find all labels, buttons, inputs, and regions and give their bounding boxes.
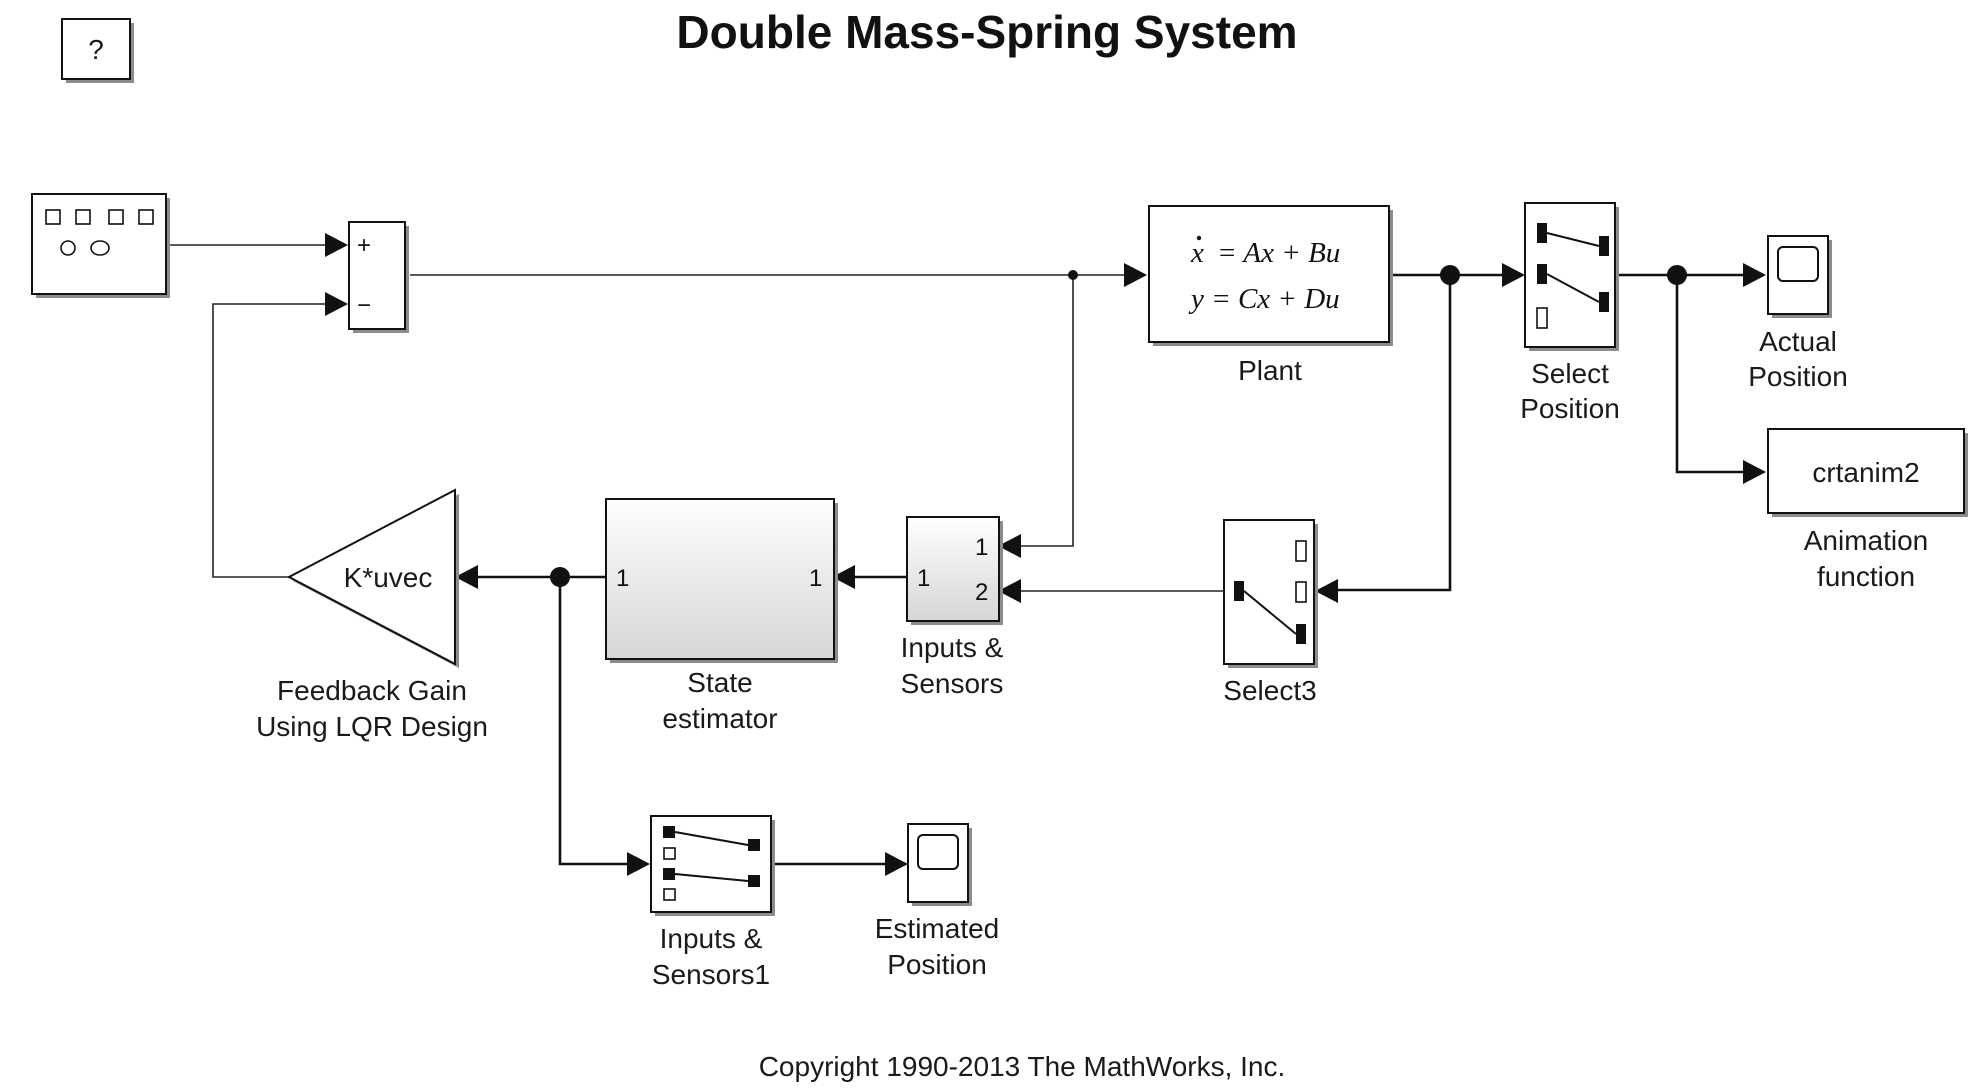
state-estimator-label-1: State <box>687 667 752 698</box>
gain-text: K*uvec <box>344 562 433 593</box>
arrowhead <box>627 852 650 876</box>
diagram-title: Double Mass-Spring System <box>676 6 1297 58</box>
arrowhead <box>1743 460 1766 484</box>
arrowhead <box>455 565 478 589</box>
wire-control-to-sensors[interactable] <box>1018 275 1074 547</box>
actual-position-label-1: Actual <box>1759 326 1837 357</box>
sum-block[interactable]: + − <box>348 221 409 333</box>
animation-function-label-1: Animation <box>1804 525 1929 556</box>
crtanim2-block[interactable]: crtanim2 <box>1767 428 1968 517</box>
crtanim2-text: crtanim2 <box>1812 457 1919 488</box>
feedback-gain-block[interactable]: K*uvec <box>286 488 459 668</box>
wire-select-to-anim[interactable] <box>1675 275 1745 474</box>
branch-point-plant <box>1440 265 1460 285</box>
scope-icon <box>917 834 959 870</box>
wire-plant-to-select3[interactable] <box>1338 275 1452 592</box>
estimator-in-port: 1 <box>616 565 629 592</box>
estimated-position-label-2: Position <box>887 949 987 980</box>
wire-estimator-to-selector1[interactable] <box>558 577 630 866</box>
estimator-out-port: 1 <box>809 565 822 592</box>
feedback-gain-label-2: Using LQR Design <box>256 711 488 742</box>
actual-position-label-2: Position <box>1748 361 1848 392</box>
feedback-gain-label-1: Feedback Gain <box>277 675 467 706</box>
branch-point-select <box>1667 265 1687 285</box>
wire-gain-to-sum[interactable] <box>212 303 330 578</box>
select-position-label-1: Select <box>1531 358 1609 389</box>
actual-position-scope[interactable] <box>1767 235 1832 318</box>
help-button[interactable]: ? <box>61 18 134 83</box>
state-estimator-label-2: estimator <box>662 703 777 734</box>
arrowhead <box>998 579 1021 603</box>
arrowhead <box>998 534 1021 558</box>
branch-point-control <box>1068 270 1078 280</box>
inputs-sensors1-label-2: Sensors1 <box>652 959 770 990</box>
signal-builder-icon <box>45 209 154 256</box>
inputs-sensors-label-1: Inputs & <box>901 632 1004 663</box>
arrowhead <box>885 852 908 876</box>
arrowhead <box>325 292 348 316</box>
inputs-sensors1-block[interactable] <box>650 815 775 916</box>
arrowhead <box>325 233 348 257</box>
signal-builder-block[interactable] <box>31 193 170 298</box>
plant-eq1-rhs: = Ax + Bu <box>1217 237 1340 269</box>
sum-minus-sign: − <box>357 292 371 319</box>
select3-label: Select3 <box>1223 675 1316 706</box>
selector-icon <box>663 826 760 901</box>
arrowhead <box>1743 263 1766 287</box>
inputs-sensors-label-2: Sensors <box>901 668 1004 699</box>
signal-lines <box>169 233 1766 876</box>
animation-function-label-2: function <box>1817 561 1915 592</box>
select-position-block[interactable] <box>1524 202 1619 351</box>
plant-label: Plant <box>1238 355 1302 386</box>
arrowhead <box>1502 263 1525 287</box>
selector-icon <box>1234 540 1307 644</box>
inputs-sensors-in-port-1: 1 <box>975 534 988 561</box>
x-dot-mark <box>1196 235 1202 241</box>
arrowhead <box>832 565 855 589</box>
plant-block[interactable]: x = Ax + Bu y = Cx + Du <box>1148 205 1393 346</box>
arrowhead <box>1315 579 1338 603</box>
plant-equation-2: y = Cx + Du <box>1188 283 1340 315</box>
branch-point-estimator <box>550 567 570 587</box>
estimated-position-label-1: Estimated <box>875 913 1000 944</box>
plant-eq1-lhs: x <box>1190 237 1204 269</box>
help-button-label: ? <box>88 34 104 65</box>
inputs-sensors-block[interactable]: 1 2 1 <box>906 516 1003 625</box>
scope-icon <box>1777 246 1819 282</box>
arrowhead <box>1124 263 1147 287</box>
select3-block[interactable] <box>1223 519 1318 668</box>
select-position-label-2: Position <box>1520 393 1620 424</box>
estimated-position-scope[interactable] <box>907 823 972 906</box>
state-estimator-block[interactable]: 1 1 <box>605 498 838 663</box>
copyright-notice: Copyright 1990-2013 The MathWorks, Inc. <box>759 1051 1286 1082</box>
plant-equation-1: x = Ax + Bu <box>1190 237 1340 269</box>
sum-plus-sign: + <box>357 232 371 259</box>
inputs-sensors1-label-1: Inputs & <box>660 923 763 954</box>
inputs-sensors-out-port: 1 <box>917 565 930 592</box>
inputs-sensors-in-port-2: 2 <box>975 579 988 606</box>
selector-icon <box>1536 223 1609 329</box>
